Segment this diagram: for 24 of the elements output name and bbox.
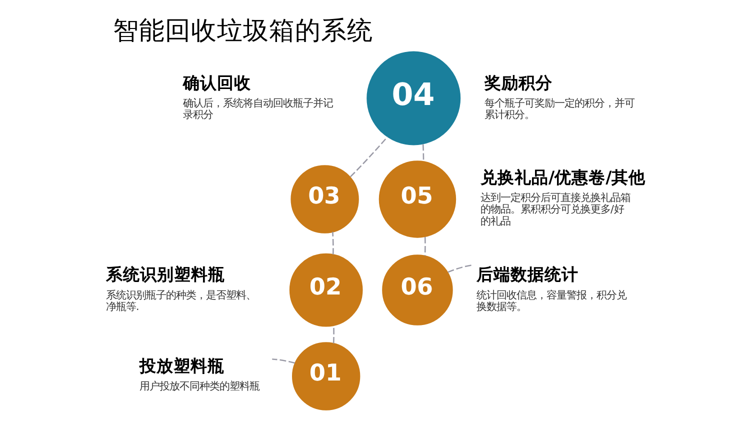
node-label: 确认后，系统将自动回收瓶子并记录积分 (183, 97, 334, 122)
node-label: 确认回收 (183, 72, 252, 92)
node-text: 后端数据统计 统计回收信息，容量警报，积分兑换数据等。 (476, 264, 627, 313)
node-circle: 01 (292, 342, 360, 410)
diagram-title: 智能回收垃圾箱的系统 (113, 16, 374, 46)
node-circle: 05 (378, 160, 456, 238)
node-circle: 03 (290, 165, 359, 234)
node-label: 系统识别塑料瓶 (106, 264, 226, 284)
node-circle: 02 (289, 253, 363, 327)
node-label: 达到一定积分后可直接兑换礼品箱的物品。累积积分可兑换更多/好的礼品 (480, 192, 631, 228)
connector (272, 358, 296, 364)
connector (332, 232, 334, 255)
connector (350, 136, 388, 178)
node-label: 兑换礼品/优惠卷/其他 (480, 167, 646, 188)
connector (424, 236, 426, 256)
connector (332, 325, 334, 344)
node-circle: 06 (382, 254, 453, 326)
node-label: 系统识别瓶子的种类，是否塑料、净瓶等. (106, 289, 256, 313)
node-label: 每个瓶子可奖励一定的积分，并可累计积分。 (484, 97, 634, 122)
node-circle: 04 (366, 51, 461, 146)
connector (448, 264, 473, 273)
node-text: 投放塑料瓶 用户投放不同种类的塑料瓶 (139, 356, 260, 393)
node-label: 奖励积分 (484, 72, 552, 92)
connector (422, 144, 424, 162)
